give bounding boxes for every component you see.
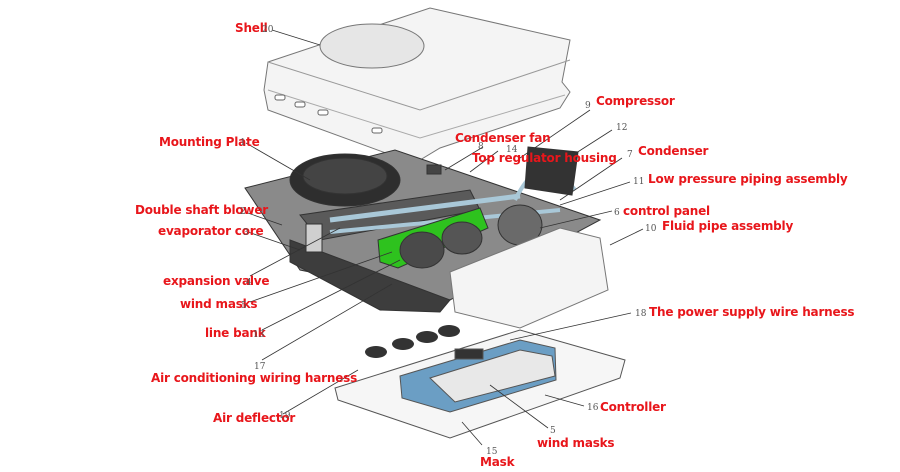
num-mounting-plate: 1 [240,138,246,148]
label-fluid-pipe-assembly: Fluid pipe assembly [662,219,794,233]
bottom-frame [334,329,626,439]
shell-part [263,7,571,161]
num-air-deflector: 19 [279,411,291,421]
label-low-pressure-piping: Low pressure piping assembly [648,172,848,186]
label-double-shaft-blower: Double shaft blower [135,203,268,217]
label-top-regulator-housing: Top regulator housing [472,151,617,165]
label-ac-wiring-harness: Air conditioning wiring harness [151,371,358,385]
num-wind-masks-upper: 5 [241,301,247,311]
label-wind-masks-lower: wind masks [537,436,615,450]
label-power-supply-harness: The power supply wire harness [649,305,855,319]
grommets [365,325,460,358]
label-line-bank: line bank [205,326,266,340]
label-control-panel: control panel [623,204,710,218]
label-expansion-valve: expansion valve [163,274,270,288]
label-air-deflector: Air deflector [213,411,296,425]
label-compressor: Compressor [596,94,675,108]
num-evaporator-core: 3 [243,228,249,238]
label-wind-masks-upper: wind masks [180,297,258,311]
num-part-12: 12 [616,123,628,133]
label-controller: Controller [600,400,666,414]
num-expansion-valve: 4 [246,278,252,288]
num-compressor: 9 [585,101,591,111]
num-condenser-fan: 8 [478,142,484,152]
num-double-shaft-blower: 2 [240,207,246,217]
label-shell: Shell [235,21,268,35]
num-control-panel: 6 [614,208,620,218]
num-fluid-pipe-assembly: 10 [645,224,657,234]
label-condenser-fan: Condenser fan [455,131,551,145]
num-ac-wiring-harness: 17 [254,362,266,372]
num-low-pressure-piping: 11 [633,177,645,187]
label-condenser: Condenser [638,144,709,158]
leader-lines [244,29,644,446]
num-controller: 16 [587,403,599,413]
num-top-regulator-housing: 14 [506,145,518,155]
num-line-bank: 13 [253,330,265,340]
label-mounting-plate: Mounting Plate [159,135,260,149]
base-assembly [244,146,602,313]
fluid-pipe-cover [449,227,609,329]
label-mask: Mask [480,455,515,469]
num-wind-masks-lower: 5 [550,426,556,436]
label-evaporator-core: evaporator core [158,224,264,238]
num-condenser: 7 [627,150,633,160]
num-mask: 15 [486,447,498,457]
num-power-supply-harness: 18 [635,309,647,319]
num-shell: 20 [262,25,274,35]
